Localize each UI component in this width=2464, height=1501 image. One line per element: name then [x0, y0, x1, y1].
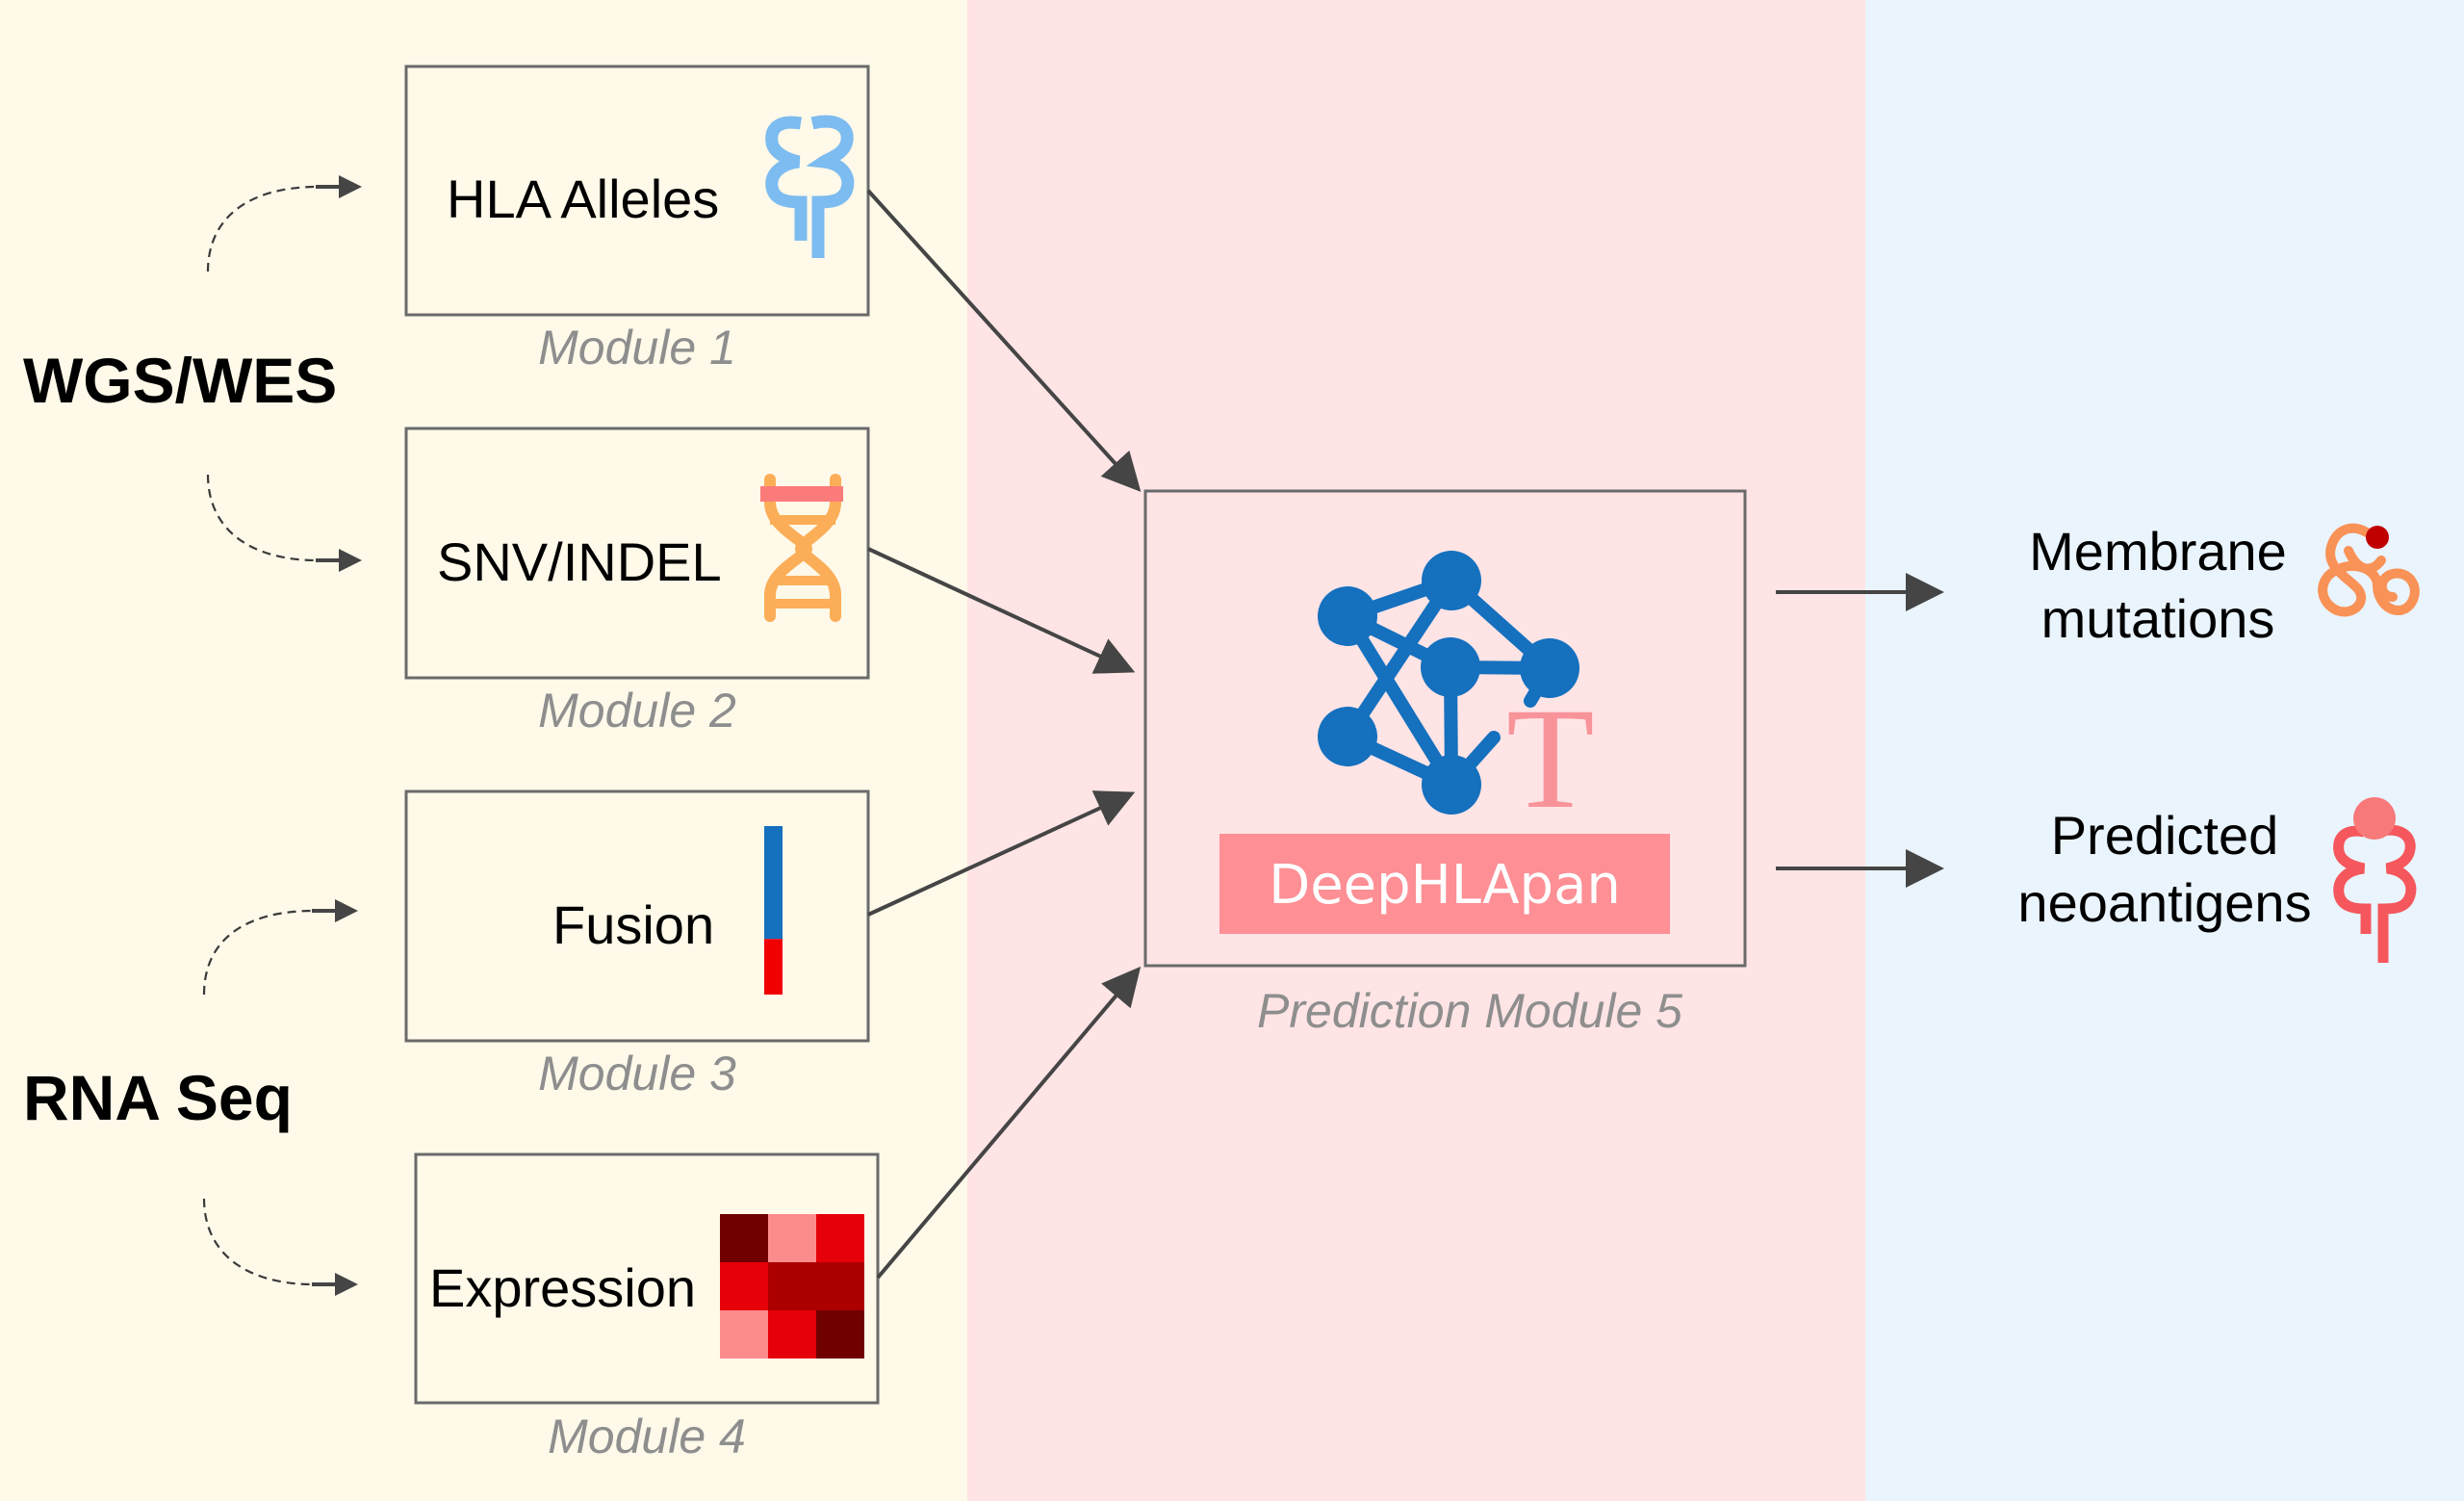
module-expression: Expression: [414, 1152, 880, 1405]
prediction-box: [1143, 489, 1747, 968]
fusion-segment-2: [764, 939, 783, 995]
arrow-module1-to-prediction: [866, 189, 1142, 492]
membrane-protein-icon: [2318, 523, 2420, 617]
source-label-wgs-wes: WGS/WES: [23, 345, 337, 416]
prediction-module: T DeepHLApan: [1143, 489, 1747, 968]
output-label-line1: Membrane: [2029, 521, 2287, 582]
peptide-circle: [2353, 797, 2396, 840]
neural-network-icon: [1318, 551, 1579, 815]
fusion-segment-1: [764, 826, 783, 940]
source-arrow-wgs-to-module2: [206, 474, 362, 572]
source-label-rna-seq: RNA Seq: [23, 1062, 293, 1133]
heatmap-cell: [720, 1262, 768, 1310]
heatmap-cell: [768, 1310, 816, 1359]
output-label-line1: Predicted: [2051, 805, 2279, 866]
mutation-highlight: [760, 486, 843, 502]
output-label-line2: mutations: [2041, 588, 2275, 649]
heatmap-cell: [720, 1214, 768, 1262]
dna-helix-icon: [760, 474, 843, 622]
deephlapan-banner: [1219, 834, 1670, 934]
module-snv-indel: SNV/INDEL: [404, 427, 870, 680]
heatmap-cell: [816, 1262, 864, 1310]
neoantigen-hla-icon: [2333, 797, 2417, 963]
module-caption-1: Module 1: [538, 321, 736, 375]
mutation-dot: [2366, 526, 2389, 549]
output-label-line2: neoantigens: [2017, 872, 2311, 933]
heatmap-icon: [720, 1214, 864, 1359]
module-label: Expression: [429, 1257, 696, 1318]
deephlapan-label: DeepHLApan: [1269, 854, 1621, 917]
heatmap-cell: [816, 1310, 864, 1359]
source-arrow-rna-to-module3: [202, 899, 358, 996]
source-arrow-wgs-to-module1: [206, 175, 362, 272]
transformer-t-icon: T: [1506, 679, 1595, 839]
source-arrow-rna-to-module4: [202, 1198, 358, 1296]
heatmap-cell: [720, 1310, 768, 1359]
output-predicted-neoantigens: Predicted neoantigens: [2017, 797, 2417, 963]
hla-molecule-icon: [765, 115, 855, 258]
module-label: Fusion: [552, 894, 714, 955]
prediction-panel: [967, 0, 1865, 1501]
arrow-module2-to-prediction: [867, 547, 1136, 674]
fusion-bar-icon: [764, 826, 783, 995]
arrow-module4-to-prediction: [876, 966, 1142, 1280]
heatmap-cell: [768, 1262, 816, 1310]
heatmap-cell: [768, 1214, 816, 1262]
module-box: [414, 1152, 880, 1405]
module-hla-alleles: HLA Alleles: [404, 65, 870, 317]
arrow-module3-to-prediction: [867, 790, 1136, 917]
module-caption-2: Module 2: [538, 684, 736, 738]
output-panel: [1865, 0, 2464, 1501]
module-label: SNV/INDEL: [437, 531, 722, 592]
module-caption-3: Module 3: [538, 1047, 736, 1100]
module-fusion: Fusion: [404, 789, 870, 1043]
module-box: [404, 789, 870, 1043]
prediction-caption: Prediction Module 5: [1257, 984, 1682, 1038]
module-box: [404, 427, 870, 680]
module-label: HLA Alleles: [447, 168, 719, 229]
heatmap-cell: [816, 1214, 864, 1262]
module-caption-4: Module 4: [548, 1410, 746, 1463]
output-membrane-mutations: Membrane mutations: [2029, 521, 2420, 649]
